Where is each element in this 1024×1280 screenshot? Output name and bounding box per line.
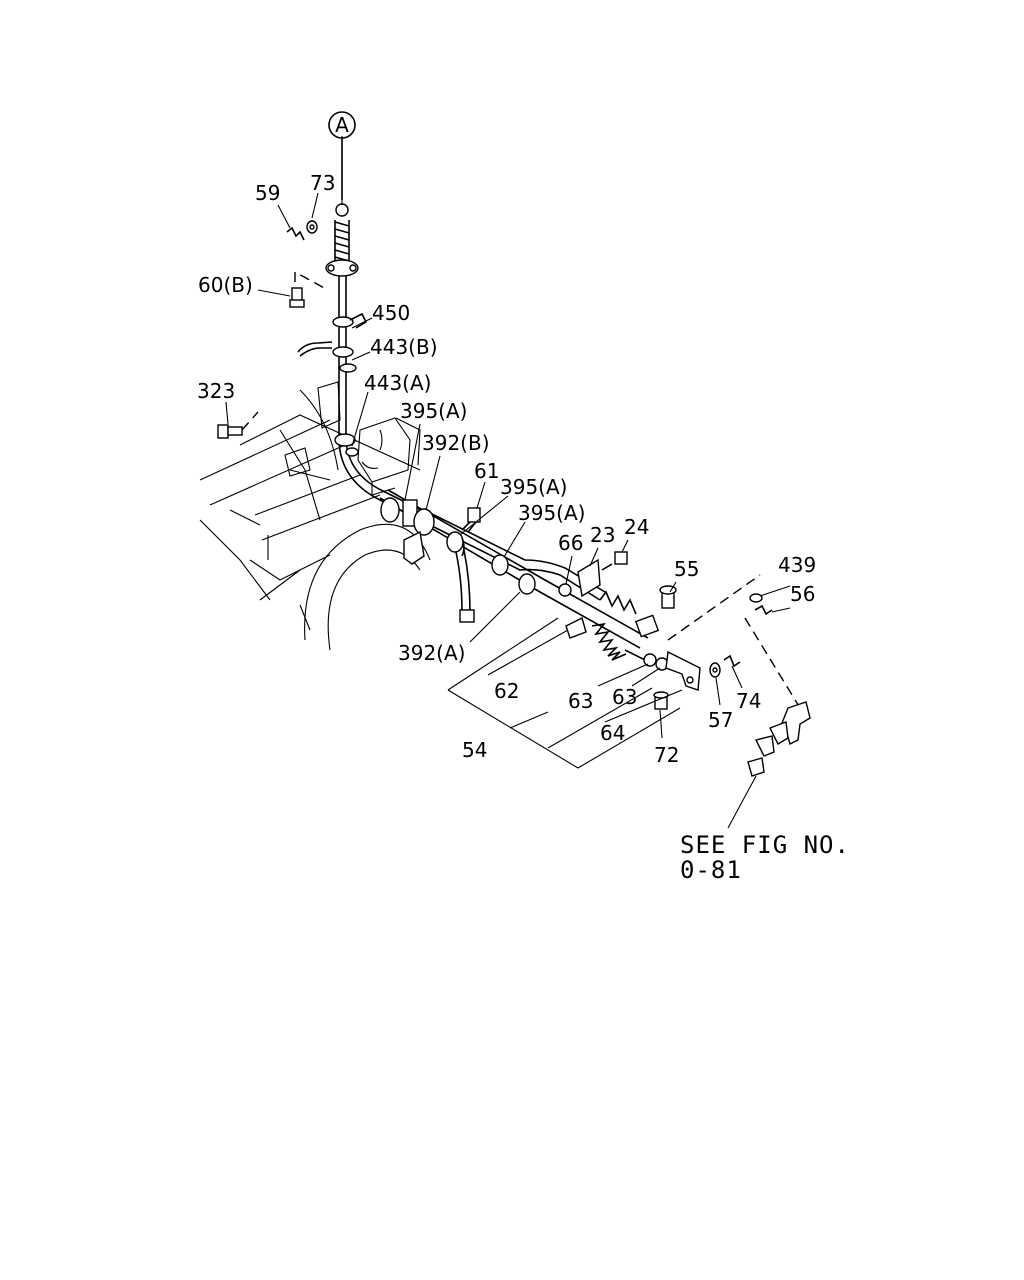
nut-66	[558, 583, 572, 597]
label-23: 23	[590, 523, 615, 547]
label-323: 323	[197, 379, 235, 403]
chassis-outline	[199, 381, 431, 651]
label-74: 74	[736, 689, 761, 713]
connector	[634, 614, 660, 638]
parts-top-left	[217, 220, 329, 439]
label-63-1: 63	[568, 689, 593, 713]
label-450: 450	[372, 301, 410, 325]
clamp-395a-1	[380, 497, 400, 523]
main-cable	[379, 489, 649, 649]
reference-note: SEE FIG NO. 0-81	[680, 831, 850, 884]
label-60b: 60(B)	[198, 273, 253, 297]
label-66: 66	[558, 531, 583, 555]
lower-cable-end	[565, 616, 701, 710]
clamp-392a	[518, 573, 536, 595]
callout-a-letter: A	[335, 113, 349, 137]
label-24: 24	[624, 515, 649, 539]
label-73: 73	[310, 171, 335, 195]
cable-clamps	[380, 497, 536, 623]
label-443a: 443(A)	[364, 371, 431, 395]
label-395a-2: 395(A)	[500, 475, 567, 499]
label-72: 72	[654, 743, 679, 767]
reference-note-line1: SEE FIG NO.	[680, 831, 850, 859]
label-62: 62	[494, 679, 519, 703]
label-392a: 392(A)	[398, 641, 465, 665]
label-57: 57	[708, 708, 733, 732]
part-labels: 73 59 60(B) 450 443(B) 323 443(A) 395(A)…	[197, 171, 816, 767]
label-439: 439	[778, 553, 816, 577]
right-linkage	[667, 574, 811, 777]
lever-64	[665, 650, 701, 691]
label-443b: 443(B)	[370, 335, 438, 359]
washer-439	[749, 593, 763, 603]
pin-74	[723, 654, 741, 668]
clip-59	[286, 226, 305, 241]
lower-spring	[591, 622, 627, 661]
label-61: 61	[474, 459, 499, 483]
label-63-2: 63	[612, 685, 637, 709]
label-54: 54	[462, 738, 487, 762]
equalizer-bracket	[558, 551, 677, 638]
reference-note-line2: 0-81	[680, 856, 742, 884]
bolt-323	[217, 424, 229, 439]
bracket-23	[577, 558, 601, 598]
upper-flange	[325, 259, 359, 277]
callout-a: A	[328, 111, 356, 139]
upper-spring	[334, 220, 350, 262]
adjuster-nut-63a	[643, 653, 657, 667]
label-56: 56	[790, 582, 815, 606]
label-395a-1: 395(A)	[400, 399, 467, 423]
bolt-24	[614, 551, 628, 565]
cable-eye	[335, 203, 349, 217]
clip-56	[754, 604, 773, 616]
clamp-392b	[413, 508, 435, 536]
clamp-395a-3	[491, 554, 509, 576]
label-59: 59	[255, 181, 280, 205]
leader-lines	[225, 136, 791, 829]
label-392b: 392(B)	[422, 431, 490, 455]
label-55: 55	[674, 557, 699, 581]
upper-cable-assembly	[297, 138, 426, 521]
label-395a-3: 395(A)	[518, 501, 585, 525]
label-64: 64	[600, 721, 625, 745]
